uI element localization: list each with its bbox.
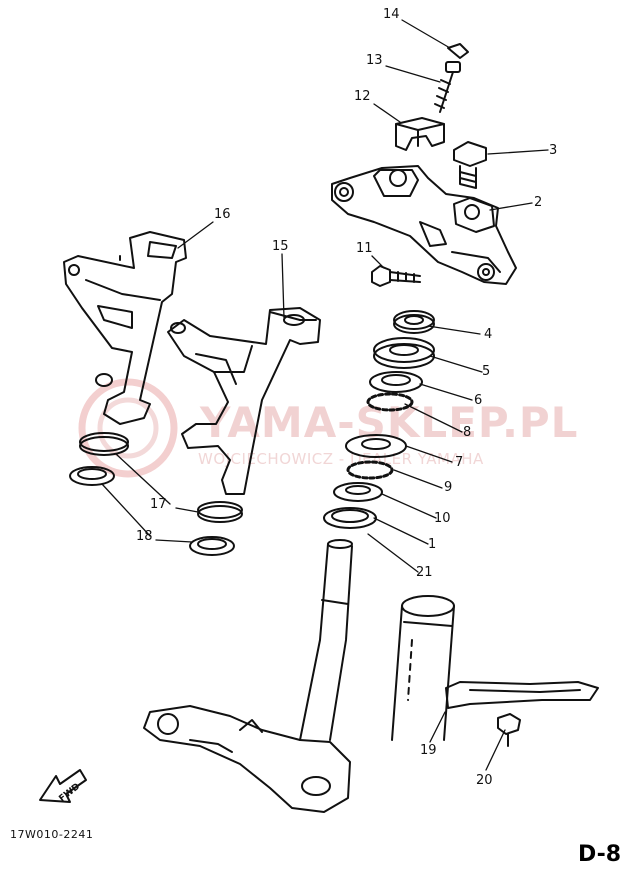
callout-4: 4: [484, 327, 493, 342]
part-6-race: [369, 371, 423, 393]
callout-9: 9: [444, 480, 453, 495]
leader-lines: [101, 19, 549, 771]
part-21-seal: [323, 507, 377, 529]
callout-18: 18: [136, 529, 153, 544]
part-14-cap: [447, 43, 469, 59]
part-10-race: [333, 482, 383, 502]
part-18-damper: [69, 466, 235, 556]
callout-16: 16: [214, 207, 231, 222]
part-4-ring-nut: [393, 310, 435, 334]
callout-2: 2: [534, 195, 543, 210]
callout-7: 7: [455, 455, 464, 470]
callout-5: 5: [482, 364, 491, 379]
callout-15: 15: [272, 239, 289, 254]
part-7-race: [345, 434, 407, 458]
part-8-bearing: [366, 392, 414, 412]
callout-19: 19: [420, 743, 437, 758]
callout-11: 11: [356, 241, 373, 256]
callout-13: 13: [366, 53, 383, 68]
part-15-right-bracket: [167, 307, 321, 495]
part-20-bolt: [497, 713, 521, 747]
part-19-cable-guide: [445, 681, 599, 709]
callout-17: 17: [150, 497, 167, 512]
part-11-bolt: [371, 265, 421, 287]
part-13-bolt: [434, 61, 461, 113]
watermark-text: YAMA-SKLEP.PL: [200, 398, 579, 447]
fwd-arrow-icon: [39, 769, 87, 803]
part-9-bearing: [346, 460, 394, 480]
callout-12: 12: [354, 89, 371, 104]
drawing-code: 17W010-2241: [10, 828, 94, 841]
part-2-upper-bracket: [331, 165, 517, 285]
callout-20: 20: [476, 773, 493, 788]
watermark-subtext: WOJCIECHOWICZ - DEALER YAMAHA: [198, 450, 484, 468]
callout-3: 3: [549, 143, 558, 158]
part-17-gasket: [79, 432, 243, 523]
callout-10: 10: [434, 511, 451, 526]
page-id: D-8: [578, 842, 622, 867]
part-12-clamp: [395, 117, 445, 151]
part-3-stem-bolt: [453, 141, 487, 189]
part-1-steering-stem: [143, 539, 353, 813]
part-16-left-bracket: [63, 231, 187, 425]
callout-8: 8: [463, 425, 472, 440]
callout-14: 14: [383, 7, 400, 22]
fork-tube: [391, 595, 455, 741]
part-5-cover: [373, 337, 435, 369]
callout-1: 1: [428, 537, 437, 552]
callout-21: 21: [416, 565, 433, 580]
callout-6: 6: [474, 393, 483, 408]
